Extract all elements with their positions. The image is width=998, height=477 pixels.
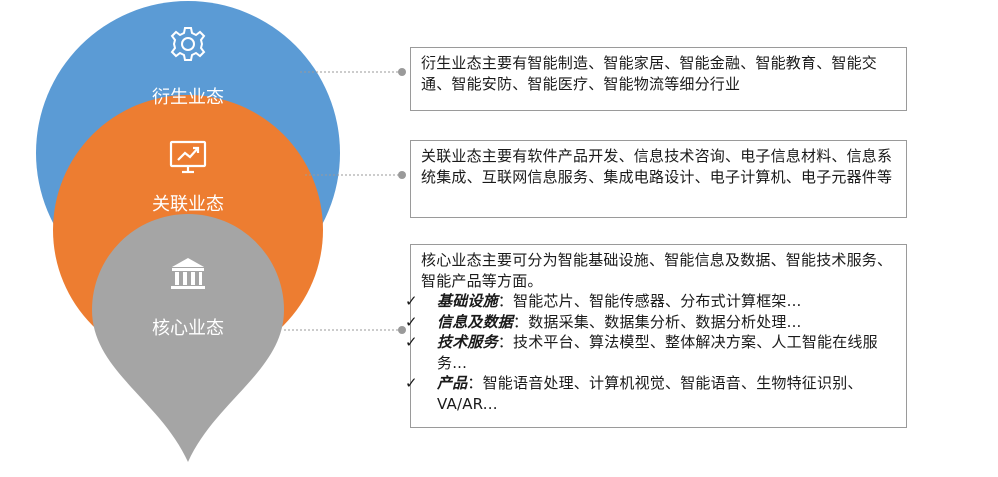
- core-item-detail: 智能芯片、智能传感器、分布式计算框架...: [513, 292, 802, 310]
- check-icon: ✓: [405, 292, 418, 310]
- core-item-detail: 技术平台、算法模型、整体解决方案、人工智能在线服务...: [437, 333, 878, 372]
- related-layer-label: 关联业态: [152, 194, 224, 215]
- related-description-box: 关联业态主要有软件产品开发、信息技术咨询、电子信息材料、信息系统集成、互联网信息…: [410, 140, 907, 218]
- core-item-term: 信息及数据: [437, 312, 514, 331]
- check-icon: ✓: [405, 374, 418, 392]
- derived-description-box: 衍生业态主要有智能制造、智能家居、智能金融、智能教育、智能交通、智能安防、智能医…: [410, 47, 907, 111]
- core-item-separator: ：: [467, 374, 483, 392]
- core-description-box: 核心业态主要可分为智能基础设施、智能信息及数据、智能技术服务、智能产品等方面。 …: [405, 244, 907, 428]
- core-item-separator: ：: [513, 312, 529, 331]
- core-layer-label: 核心业态: [152, 318, 224, 339]
- presentation-chart-icon: [169, 140, 207, 174]
- core-item-product: ✓ 产品：智能语音处理、计算机视觉、智能语音、生物特征识别、VA/AR...: [405, 373, 896, 414]
- core-item-term: 基础设施: [437, 292, 498, 310]
- core-item-detail: 智能语音处理、计算机视觉、智能语音、生物特征识别、VA/AR...: [437, 374, 863, 413]
- check-icon: ✓: [405, 333, 418, 351]
- core-item-info-data: ✓ 信息及数据：数据采集、数据集分析、数据分析处理...: [405, 312, 896, 333]
- core-item-separator: ：: [497, 333, 514, 351]
- derived-description-text: 衍生业态主要有智能制造、智能家居、智能金融、智能教育、智能交通、智能安防、智能医…: [421, 54, 878, 93]
- derived-layer-label: 衍生业态: [152, 87, 224, 108]
- core-description-intro: 核心业态主要可分为智能基础设施、智能信息及数据、智能技术服务、智能产品等方面。: [421, 251, 893, 290]
- core-item-infrastructure: ✓ 基础设施：智能芯片、智能传感器、分布式计算框架...: [405, 291, 896, 312]
- derived-connector-dot: [398, 68, 406, 76]
- related-description-text: 关联业态主要有软件产品开发、信息技术咨询、电子信息材料、信息系统集成、互联网信息…: [421, 147, 893, 186]
- related-connector-dot: [398, 171, 406, 179]
- core-item-term: 技术服务: [437, 333, 498, 351]
- core-item-term: 产品: [437, 374, 468, 392]
- core-connector-dot: [398, 326, 406, 334]
- core-item-detail: 数据采集、数据集分析、数据分析处理...: [528, 312, 802, 331]
- core-item-tech-service: ✓ 技术服务：技术平台、算法模型、整体解决方案、人工智能在线服务...: [405, 332, 896, 373]
- gear-icon: [170, 27, 206, 61]
- institution-building-icon: [171, 258, 205, 289]
- check-icon: ✓: [405, 312, 418, 331]
- core-layer-pin: [92, 214, 284, 462]
- core-item-separator: ：: [497, 292, 514, 310]
